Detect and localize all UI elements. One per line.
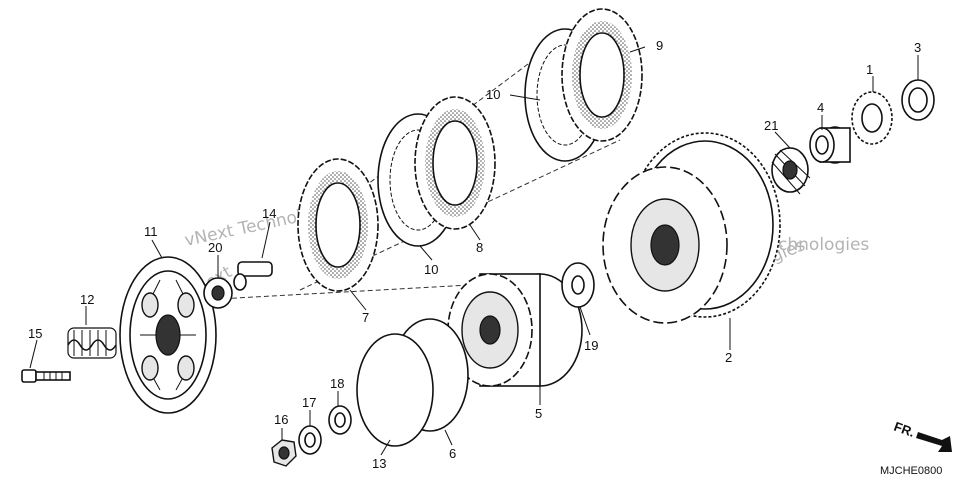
friction-disc-front (297, 158, 379, 292)
callout-3: 3 (914, 40, 921, 55)
drive-sprocket (851, 91, 893, 145)
plain-washer (298, 425, 322, 455)
leader-lines (29, 46, 919, 456)
callout-9: 9 (656, 38, 663, 53)
callout-labels: 1 2 3 4 5 6 7 8 9 10 10 11 12 13 14 15 1… (28, 38, 921, 471)
callout-6: 6 (449, 446, 456, 461)
callout-16: 16 (274, 412, 288, 427)
spring-rings (356, 318, 469, 447)
callout-12: 12 (80, 292, 94, 307)
front-marker-label: FR. (892, 419, 917, 440)
callout-17: 17 (302, 395, 316, 410)
end-collar (901, 79, 935, 121)
callout-5: 5 (535, 406, 542, 421)
callout-4: 4 (817, 100, 824, 115)
collar (809, 126, 851, 164)
lock-washer (328, 405, 352, 435)
callout-10-lower: 10 (424, 262, 438, 277)
callout-8: 8 (476, 240, 483, 255)
front-arrow-icon (916, 432, 952, 452)
friction-disc-middle (414, 96, 496, 230)
callout-15: 15 (28, 326, 42, 341)
callout-20: 20 (208, 240, 222, 255)
bolt (21, 369, 71, 383)
diagram-code: MJCHE0800 (880, 465, 942, 477)
lock-nut (271, 439, 297, 467)
callout-7: 7 (362, 310, 369, 325)
lifter-piece (233, 261, 273, 291)
pressure-plate (119, 256, 217, 414)
callout-2: 2 (725, 350, 732, 365)
needle-bearing (771, 147, 811, 195)
callout-18: 18 (330, 376, 344, 391)
front-direction-marker: FR. (892, 419, 952, 452)
callout-10-upper: 10 (486, 87, 500, 102)
callout-21: 21 (764, 118, 778, 133)
callout-1: 1 (866, 62, 873, 77)
thrust-washer (561, 262, 595, 308)
outer-clutch-housing (602, 132, 781, 324)
callout-14: 14 (262, 206, 276, 221)
friction-disc-rear (561, 8, 643, 142)
clutch-spring (67, 327, 117, 359)
clutch-center (447, 273, 583, 387)
bearing (203, 277, 233, 309)
callout-11: 11 (144, 224, 158, 239)
callout-19: 19 (584, 338, 598, 353)
callout-13: 13 (372, 456, 386, 471)
